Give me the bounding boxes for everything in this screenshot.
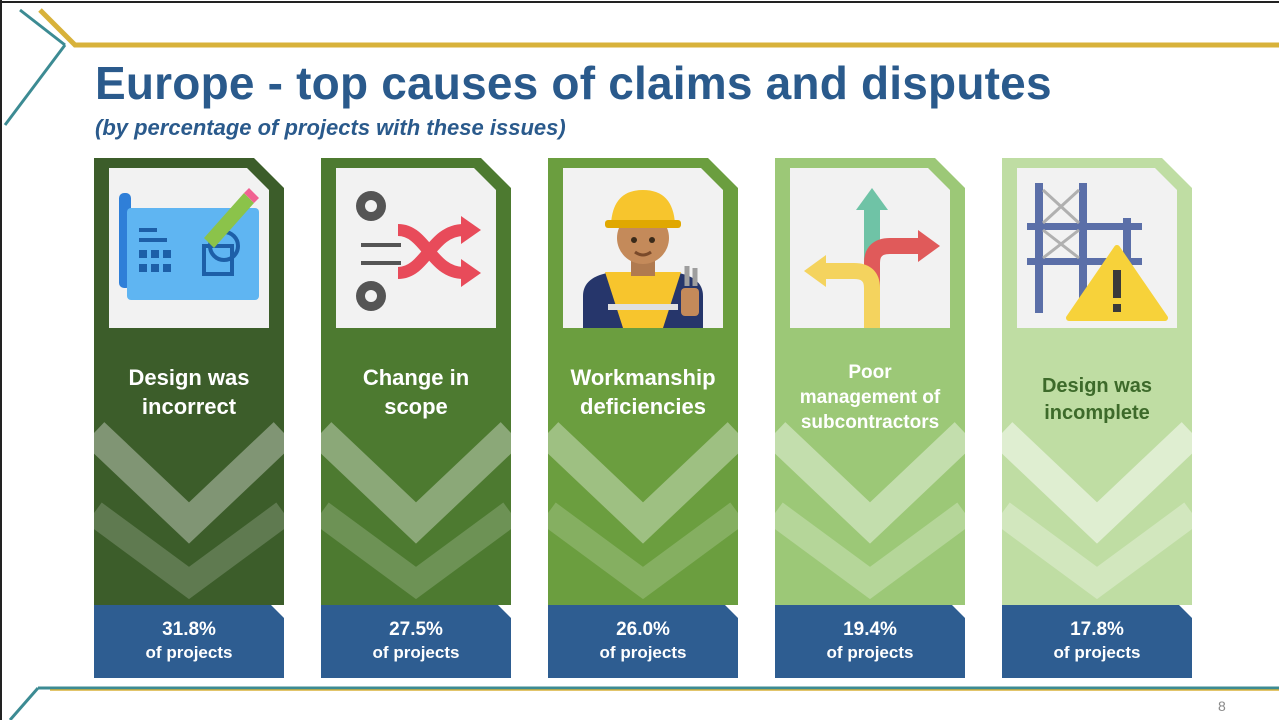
cause-card: Workmanship deficiencies 26.0% of projec… [548,158,738,678]
split-arrows-icon [790,168,950,328]
page-number: 8 [1218,698,1226,714]
stat-band: 26.0% of projects [548,618,738,664]
cause-label: Design was incomplete [1041,375,1153,424]
stat-band: 17.8% of projects [1002,618,1192,664]
percent-value: 27.5% [389,619,443,640]
percent-unit: of projects [145,643,233,662]
percent-value: 26.0% [616,619,670,640]
slide-subtitle: (by percentage of projects with these is… [95,115,566,140]
cause-label: Poor management of subcontractors [799,362,941,433]
cause-label: Design was incorrect [128,365,250,419]
worker-icon [563,168,723,328]
percent-value: 17.8% [1070,619,1124,640]
cause-label: Change in scope [362,365,470,419]
percent-value: 19.4% [843,619,897,640]
cause-card: Design was incorrect 31.8% of projects [94,158,284,678]
cause-card: Poor management of subcontractors 19.4% … [775,158,965,678]
percent-unit: of projects [826,643,914,662]
percent-unit: of projects [599,643,687,662]
scaffold-warning-icon [1017,168,1177,328]
percent-unit: of projects [1053,643,1141,662]
stat-band: 19.4% of projects [775,618,965,664]
gears-shuffle-icon [336,168,496,328]
percent-unit: of projects [372,643,460,662]
percent-value: 31.8% [162,619,216,640]
stat-band: 31.8% of projects [94,618,284,664]
cause-card: Design was incomplete 17.8% of projects [1002,158,1192,678]
cause-label: Workmanship deficiencies [570,365,716,419]
slide-title: Europe - top causes of claims and disput… [95,57,1052,109]
cause-card: Change in scope 27.5% of projects [321,158,511,678]
blueprint-icon [109,168,269,328]
stat-band: 27.5% of projects [321,618,511,664]
